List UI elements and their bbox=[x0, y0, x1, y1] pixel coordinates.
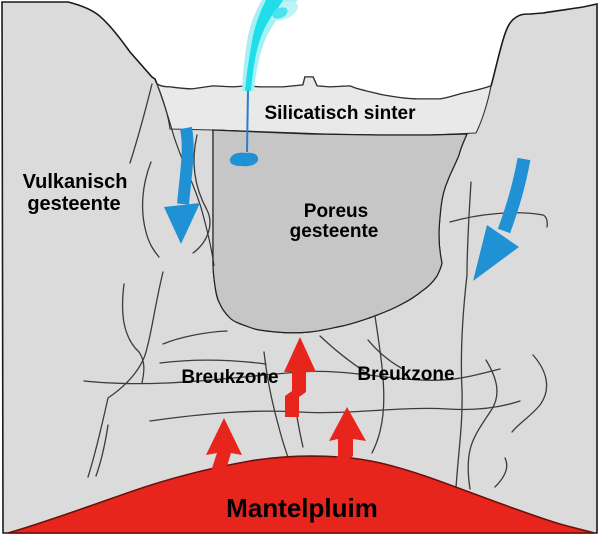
water-down-arrows bbox=[164, 126, 531, 281]
heat-up-arrows bbox=[206, 337, 366, 478]
water-down-arrow-right-head bbox=[473, 225, 519, 281]
porous-rock-region bbox=[212, 129, 468, 334]
label-volcanic-rock-line2: gesteente bbox=[27, 193, 120, 215]
geyser-jet-icon bbox=[242, 0, 299, 91]
geyser-conduit bbox=[246, 89, 249, 153]
heat-up-arrow-center-icon bbox=[284, 337, 316, 417]
water-down-arrow-left-head bbox=[164, 203, 200, 244]
label-volcanic-rock-line1: Vulkanisch bbox=[23, 171, 128, 193]
label-porous-rock-line2: gesteente bbox=[290, 221, 379, 242]
sinter-layer bbox=[155, 76, 492, 137]
label-porous-rock-line1: Poreus bbox=[304, 201, 368, 222]
label-fault-zone-left: Breukzone bbox=[181, 367, 278, 388]
water-pocket bbox=[229, 152, 259, 167]
heat-up-arrow-left-icon bbox=[206, 418, 242, 473]
water-down-arrow-right-icon bbox=[497, 157, 531, 234]
heat-up-arrow-right-icon bbox=[329, 407, 366, 478]
label-mantle-plume: Mantelpluim bbox=[226, 493, 378, 523]
water-down-arrow-left-icon bbox=[177, 126, 194, 205]
mantle-plume-dome bbox=[7, 455, 595, 534]
fracture-lines bbox=[83, 83, 548, 490]
label-sinter-layer: Silicatisch sinter bbox=[264, 103, 416, 124]
label-fault-zone-right: Breukzone bbox=[357, 364, 454, 385]
